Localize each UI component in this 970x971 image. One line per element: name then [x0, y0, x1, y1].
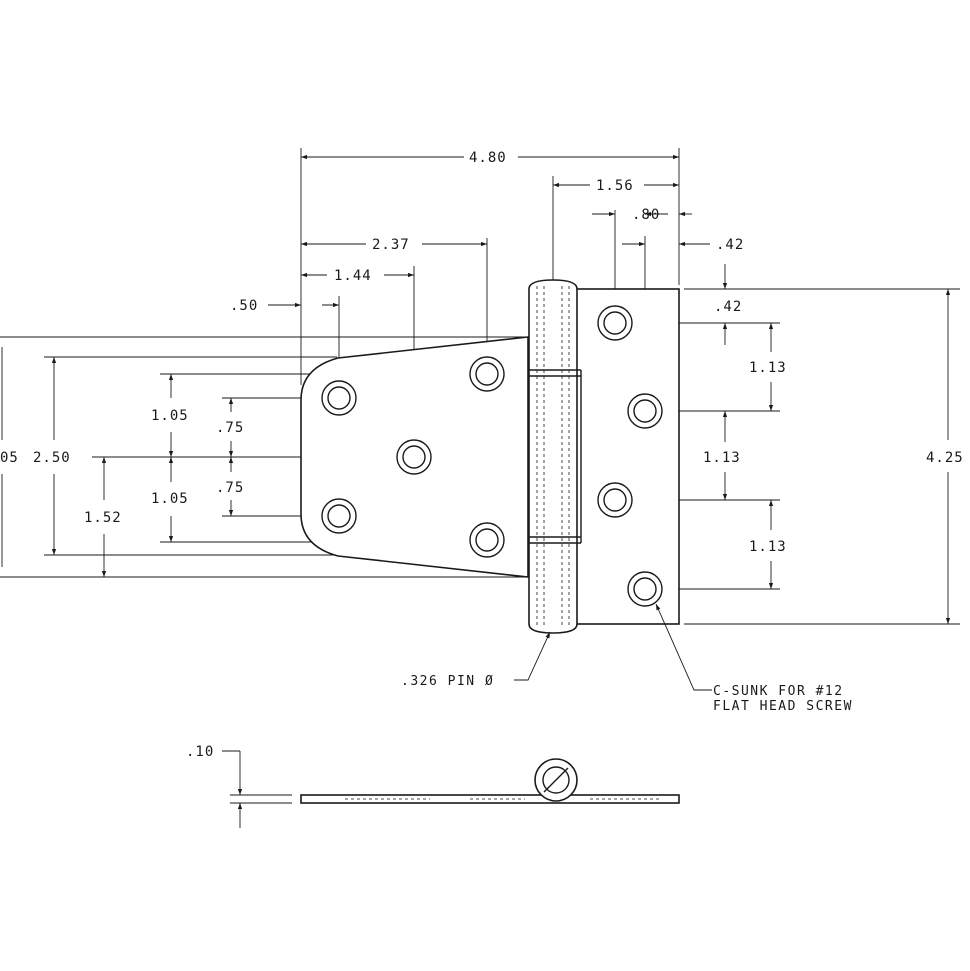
- note-countersink-line1: C-SUNK FOR #12: [713, 684, 844, 699]
- right-leaf: [575, 288, 680, 625]
- dim-right-hole-spacing-1: 1.13: [749, 360, 787, 376]
- dim-left-first-hole: .50: [230, 298, 258, 314]
- left-leaf-hole: [396, 439, 432, 475]
- dim-overall-height: 4.25: [926, 450, 964, 466]
- dimension-labels: 4.80 1.56 .80 .42 2.37 1.44 .50 .42 1.13…: [0, 147, 964, 760]
- right-leaf-hole: [627, 393, 663, 429]
- notes: .326 PIN Ø C-SUNK FOR #12 FLAT HEAD SCRE…: [401, 674, 853, 714]
- left-leaf-hole: [321, 498, 357, 534]
- dim-left-hole-spacing-upper: 1.05: [151, 408, 189, 424]
- dim-hole-column-spacing: .80: [632, 207, 660, 223]
- hinge-knuckle: [528, 279, 582, 634]
- dim-right-edge-offset: .42: [716, 237, 744, 253]
- dim-right-hole-spacing-3: 1.13: [749, 539, 787, 555]
- dim-left-outer-height-partial: 05: [0, 450, 19, 466]
- note-pin-diameter: .326 PIN Ø: [401, 674, 494, 689]
- dim-right-hole-spacing-2: 1.13: [703, 450, 741, 466]
- right-leaf-hole: [627, 571, 663, 607]
- note-countersink-line2: FLAT HEAD SCREW: [713, 699, 853, 714]
- dim-center-to-bottom: 1.52: [84, 510, 122, 526]
- dim-plate-thickness: .10: [186, 744, 214, 760]
- left-leaf-hole: [321, 380, 357, 416]
- dim-left-center-hole: 1.44: [334, 268, 372, 284]
- dim-left-inner-spacing-upper: .75: [216, 420, 244, 436]
- dim-left-outer-hole: 2.37: [372, 237, 410, 253]
- left-leaf-hole: [469, 522, 505, 558]
- side-view: [300, 758, 680, 804]
- dimension-lines: [1, 154, 951, 828]
- dim-left-inner-spacing-lower: .75: [216, 480, 244, 496]
- dim-left-tip-height: 2.50: [33, 450, 71, 466]
- dim-overall-width: 4.80: [469, 150, 507, 166]
- left-leaf-hole: [469, 356, 505, 392]
- left-leaf: [300, 336, 529, 578]
- dim-top-hole-offset: .42: [714, 299, 742, 315]
- right-leaf-hole: [597, 305, 633, 341]
- dim-right-hole-to-edge: 1.56: [596, 178, 634, 194]
- dim-left-hole-spacing-lower: 1.05: [151, 491, 189, 507]
- right-leaf-hole: [597, 482, 633, 518]
